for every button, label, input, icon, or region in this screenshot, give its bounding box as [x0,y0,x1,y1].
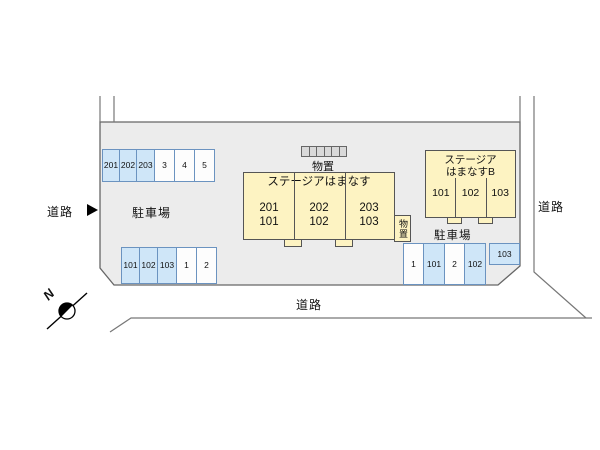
unit-number: 103 [359,216,379,228]
parking-space: 101 [121,247,140,284]
road-edge-top-left [99,96,115,122]
unit-divider [486,178,487,219]
parking-space: 5 [194,149,215,182]
storage-annex-label: 物置 [398,218,408,239]
road-label-bottom: 道路 [296,298,323,312]
storage-shed-strip [301,146,347,157]
storage-shed-cell [302,147,310,156]
building-main: ステージアはまなす 201 101 202 102 203 103 [243,172,395,240]
unit-number: 102 [461,187,480,199]
parking-space: 2 [196,247,217,284]
parking-space: 4 [174,149,195,182]
road-label-left: 道路 [47,205,74,219]
parking-label-right: 駐車場 [434,230,472,242]
storage-shed-cell [332,147,340,156]
compass-half-fill [58,302,73,317]
building-b-title-line1: ステージア [444,154,497,166]
unit-divider [345,173,346,239]
parking-space: 1 [176,247,197,284]
unit-numbers: 201 101 [244,201,294,229]
unit-divider [294,173,295,239]
parking-space: 3 [154,149,175,182]
building-entrance-step [335,239,353,247]
unit-number: 101 [259,216,279,228]
parking-space: 201 [102,149,120,182]
unit-number: 201 [259,202,279,214]
storage-shed-cell [310,147,317,156]
parking-space: 202 [119,149,137,182]
building-b-title-line2: はまなすB [445,166,495,178]
unit-numbers: 203 103 [344,201,394,229]
storage-shed-cell [317,147,325,156]
parking-space: 2 [444,243,465,285]
road-edge-bottom [109,317,592,333]
parking-row-top-left: 201 202 203 3 4 5 [102,149,215,182]
parking-space: 103 [157,247,177,284]
parking-space: 102 [464,243,486,285]
parking-row-bottom-left: 101 102 103 1 2 [121,247,217,284]
parking-space: 103 [489,243,520,265]
unit-divider [455,178,456,219]
parking-space: 102 [139,247,158,284]
unit-number: 202 [309,202,329,214]
parking-space: 1 [403,243,424,285]
storage-shed-cell [340,147,347,156]
building-b: ステージア はまなすB 101 102 103 [425,150,516,219]
parking-row-bottom-right: 1 101 2 102 [403,243,486,285]
storage-label-top: 物置 [312,161,334,173]
building-entrance-step [284,239,302,247]
unit-number: 103 [491,187,509,199]
parking-space: 101 [423,243,445,285]
unit-number: 203 [359,202,379,214]
storage-shed-cell [325,147,332,156]
parking-space: 203 [136,149,155,182]
storage-annex: 物置 [394,215,411,242]
unit-number: 101 [432,187,450,199]
road-label-right: 道路 [538,200,565,214]
unit-numbers: 202 102 [294,201,344,229]
unit-number: 102 [309,216,329,228]
parking-label-left: 駐車場 [132,206,172,220]
building-entrance-step [447,217,462,224]
building-main-title: ステージアはまなす [267,176,371,188]
road-direction-arrow-icon [87,204,98,216]
building-entrance-step [478,217,493,224]
road-edge-right [519,96,587,319]
